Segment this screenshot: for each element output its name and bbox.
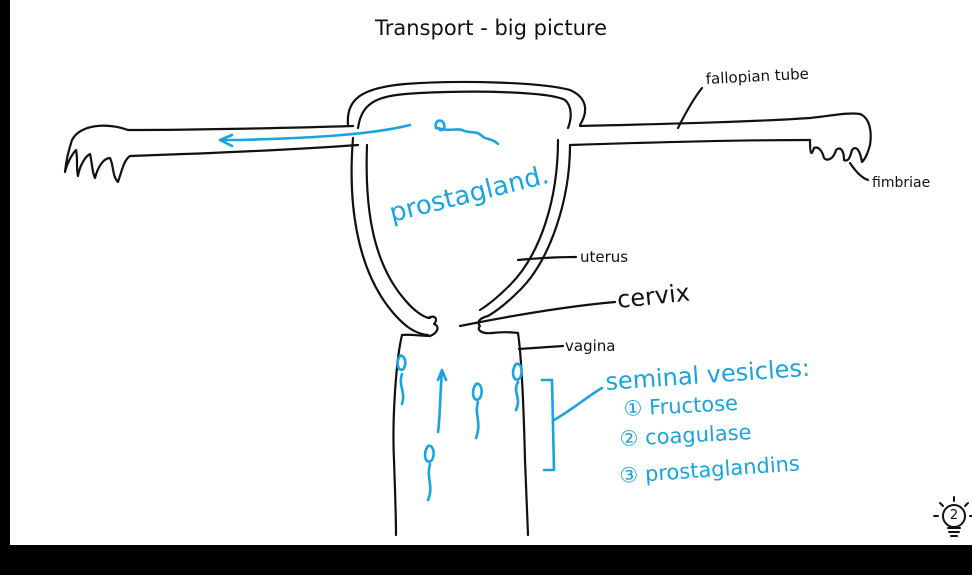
sperm-2 <box>436 368 448 434</box>
uterus-right-body <box>486 143 572 318</box>
prostaglandin-label: prostagland. <box>386 160 552 229</box>
uterus-label: uterus <box>580 248 628 266</box>
uterus-left-body <box>365 143 432 320</box>
seminal-item-1: ① Fructose <box>623 391 739 421</box>
right-tube-bottom <box>568 138 812 147</box>
tube-transport-arrow <box>218 123 412 148</box>
seminal-bracket-leader <box>552 386 604 422</box>
bottom-bar <box>0 545 972 575</box>
uterus-right-body-outer <box>478 138 560 312</box>
left-tube-top <box>126 124 355 132</box>
uterus-leader <box>516 255 578 262</box>
cervix-leader <box>458 300 617 328</box>
fallopian-tube-label: fallopian tube <box>705 65 809 88</box>
cervix-label: cervix <box>616 278 691 313</box>
lightbulb-icon <box>933 496 972 537</box>
sperm-3 <box>471 382 483 440</box>
uterus-outer-outline <box>346 80 587 127</box>
vagina-right-wall <box>516 331 530 537</box>
fallopian-tube-leader <box>676 86 704 130</box>
vagina-top-left <box>400 333 432 338</box>
hint-button[interactable]: 2 <box>932 494 972 542</box>
right-fimbriae <box>808 112 872 164</box>
vagina-leader <box>517 344 565 351</box>
sperm-1 <box>396 354 407 406</box>
seminal-bracket <box>540 378 556 472</box>
uterus-left-body-outer <box>350 136 430 337</box>
right-tube-top <box>578 112 862 128</box>
seminal-item-2: ② coagulase <box>619 420 752 451</box>
left-fimbriae <box>63 124 132 184</box>
sperm-5 <box>423 444 435 502</box>
seminal-vesicles-title: seminal vesicles: <box>604 354 810 396</box>
uterus-left-wall <box>356 90 572 130</box>
cervix-left-lip <box>426 315 439 338</box>
seminal-item-3: ③ prostaglandins <box>619 451 801 488</box>
fimbriae-label: fimbriae <box>872 175 930 191</box>
egg-squiggle <box>434 119 500 146</box>
vagina-label: vagina <box>565 337 615 355</box>
sperm-4 <box>511 362 523 412</box>
vagina-top-right <box>490 331 520 335</box>
anatomy-diagram: fallopian tube fimbriae uterus cervix va… <box>63 65 930 537</box>
left-tube-bottom <box>128 143 360 158</box>
cervix-right-lip <box>477 314 494 335</box>
page-title: Transport - big picture <box>375 16 607 40</box>
fimbriae-leader <box>848 161 870 182</box>
diagram-canvas: Transport - big picture <box>10 0 972 545</box>
hint-count: 2 <box>949 508 959 523</box>
